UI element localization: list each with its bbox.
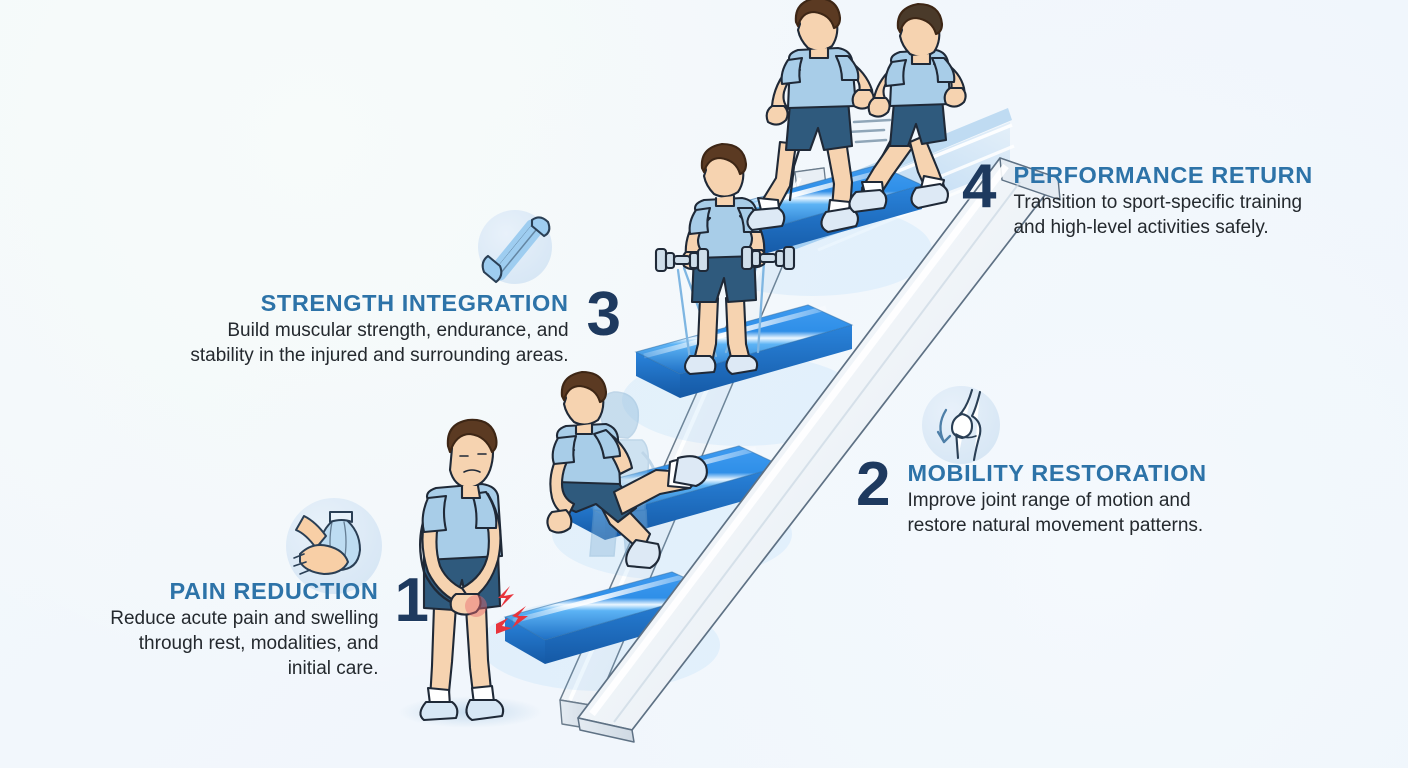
step-1-block: PAIN REDUCTION Reduce acute pain and swe… xyxy=(58,570,429,681)
ice-pack-icon xyxy=(293,511,361,575)
step-3-block: STRENGTH INTEGRATION Build muscular stre… xyxy=(120,280,621,369)
pain-indicator xyxy=(496,586,528,634)
runner-rear xyxy=(746,0,875,234)
step-3-number: 3 xyxy=(586,280,621,349)
step-2-description: Improve joint range of motion and restor… xyxy=(907,490,1204,536)
resistance-band-icon xyxy=(481,216,551,284)
step-3-text: STRENGTH INTEGRATION Build muscular stre… xyxy=(190,290,568,369)
speed-lines xyxy=(846,118,892,144)
step-2-text: MOBILITY RESTORATION Improve joint range… xyxy=(907,460,1206,539)
step-2-number: 2 xyxy=(856,450,890,519)
step-1-text: PAIN REDUCTION Reduce acute pain and swe… xyxy=(110,578,378,681)
runners-figure xyxy=(746,0,967,234)
step-3-title: STRENGTH INTEGRATION xyxy=(260,290,569,316)
dumbbell-left xyxy=(654,247,710,273)
step-3-description: Build muscular strength, endurance, and … xyxy=(190,320,569,366)
runner-front xyxy=(848,2,967,214)
injured-knee-figure xyxy=(419,418,528,722)
step-1-description: Reduce acute pain and swelling through r… xyxy=(110,608,379,679)
stair-rail-front xyxy=(577,157,1061,743)
step-4-title: PERFORMANCE RETURN xyxy=(1013,162,1313,188)
knee-joint-icon xyxy=(936,388,982,462)
step-4-text: PERFORMANCE RETURN Transition to sport-s… xyxy=(1013,162,1312,241)
seated-leg-raise-figure xyxy=(546,370,708,570)
step-1-number: 1 xyxy=(394,566,429,635)
step-4-description: Transition to sport-specific training an… xyxy=(1013,192,1303,238)
step-4-block: 4 PERFORMANCE RETURN Transition to sport… xyxy=(962,152,1313,241)
step-1-title: PAIN REDUCTION xyxy=(169,578,379,604)
step-2-title: MOBILITY RESTORATION xyxy=(907,460,1207,486)
step-2-block: 2 MOBILITY RESTORATION Improve joint ran… xyxy=(856,450,1207,539)
dumbbell-right xyxy=(740,245,796,271)
step-4-number: 4 xyxy=(962,152,996,221)
